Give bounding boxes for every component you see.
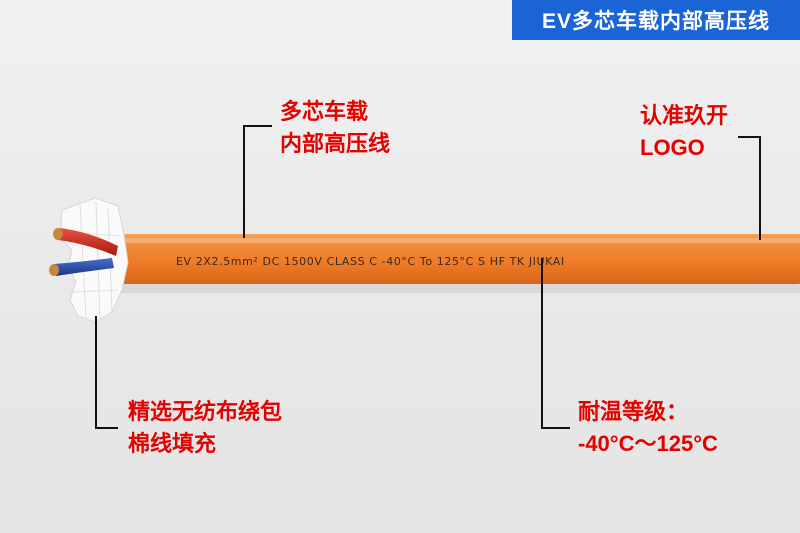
- leader-filler: [95, 316, 118, 429]
- leader-lines: [95, 125, 761, 429]
- callout-temperature-line1: 耐温等级：: [578, 399, 689, 424]
- red-core: [53, 228, 118, 256]
- callout-cable-type-line1: 多芯车载: [280, 99, 369, 124]
- callout-filler-line1: 精选无纺布绕包: [128, 399, 283, 424]
- cable-shadow: [115, 283, 800, 293]
- callout-logo: 认准玖开 LOGO: [640, 100, 728, 164]
- cable-jacket: [112, 234, 800, 284]
- callout-temperature-line2: -40°C～125°C: [578, 431, 718, 456]
- blue-core: [49, 258, 114, 276]
- cable-print-text: EV 2X2.5mm² DC 1500V CLASS C -40°C To 12…: [176, 255, 565, 268]
- jacket-highlight: [112, 238, 800, 243]
- nonwoven-filler: [59, 197, 129, 323]
- leader-logo: [738, 136, 761, 240]
- callout-temperature: 耐温等级： -40°C～125°C: [578, 396, 718, 460]
- callout-cable-type-line2: 内部高压线: [280, 131, 391, 156]
- callout-logo-line1: 认准玖开: [640, 103, 729, 128]
- callout-logo-line2: LOGO: [640, 135, 705, 160]
- callout-cable-type: 多芯车载 内部高压线: [280, 96, 390, 160]
- title-banner: EV多芯车载内部高压线: [512, 0, 800, 40]
- leader-temp: [541, 258, 570, 429]
- callout-filler: 精选无纺布绕包 棉线填充: [128, 396, 282, 460]
- callout-filler-line2: 棉线填充: [128, 431, 217, 456]
- leader-type: [243, 125, 272, 238]
